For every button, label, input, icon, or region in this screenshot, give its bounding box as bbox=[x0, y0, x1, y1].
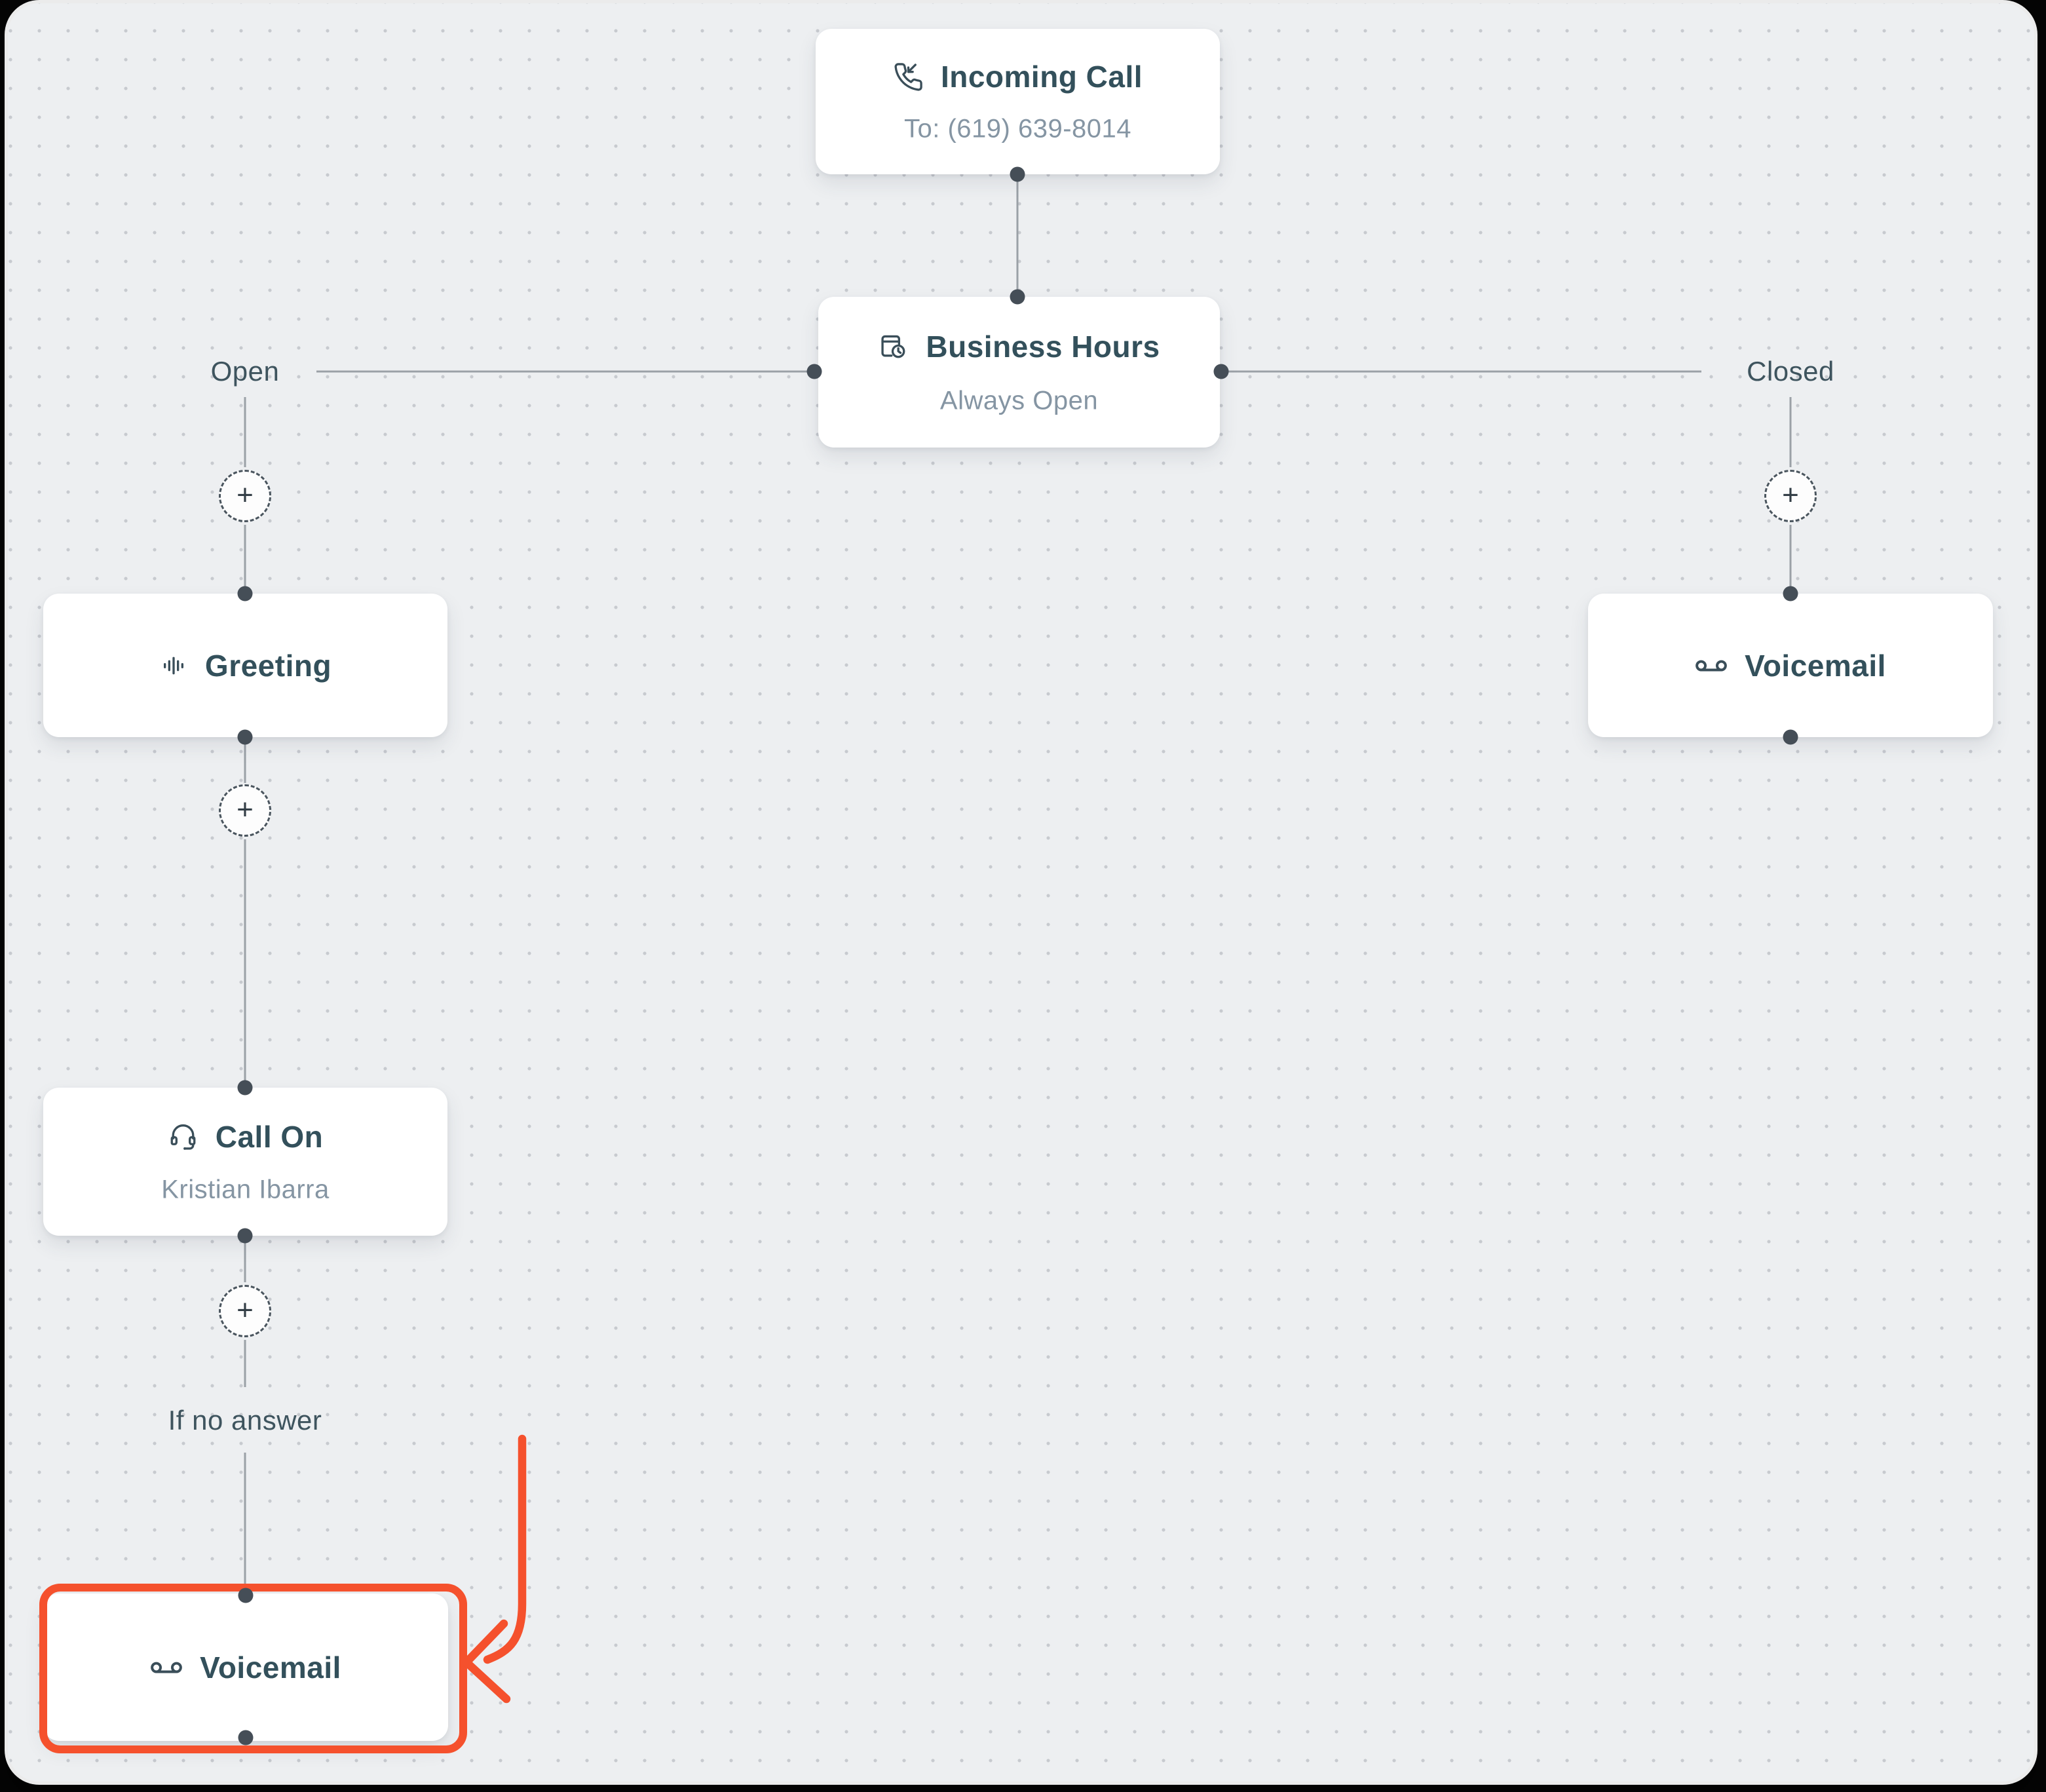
node-subtitle: Kristian Ibarra bbox=[161, 1175, 330, 1204]
headset-icon bbox=[170, 1124, 196, 1150]
edge-label-open: Open bbox=[210, 356, 280, 387]
plus-icon: + bbox=[237, 1294, 254, 1326]
waveform-icon bbox=[163, 657, 183, 674]
node-title: Voicemail bbox=[1745, 648, 1886, 683]
plus-icon: + bbox=[1782, 479, 1799, 511]
calendar-clock-icon bbox=[881, 335, 905, 358]
node-call-on[interactable]: Call On Kristian Ibarra bbox=[43, 1088, 447, 1236]
edge-label-closed: Closed bbox=[1747, 356, 1834, 387]
add-step-button-greeting[interactable]: + bbox=[219, 784, 271, 837]
edge-label-no-answer: If no answer bbox=[168, 1405, 322, 1436]
node-title: Call On bbox=[215, 1119, 324, 1154]
node-subtitle: Always Open bbox=[939, 386, 1099, 415]
incoming-call-icon bbox=[894, 63, 922, 91]
node-title: Business Hours bbox=[926, 329, 1160, 364]
annotation-highlight-box bbox=[39, 1584, 467, 1753]
voicemail-icon bbox=[1696, 660, 1727, 671]
add-step-button-no-answer[interactable]: + bbox=[219, 1285, 271, 1337]
node-title: Voicemail bbox=[200, 1650, 341, 1685]
voicemail-icon bbox=[151, 1662, 182, 1673]
plus-icon: + bbox=[237, 479, 254, 511]
node-incoming-call[interactable]: Incoming Call To: (619) 639-8014 bbox=[816, 29, 1220, 174]
node-title: Incoming Call bbox=[940, 60, 1143, 94]
node-title: Greeting bbox=[204, 648, 332, 683]
flow-canvas[interactable]: Open Closed If no answer + + + + Incomin… bbox=[8, 3, 2034, 1782]
add-step-button-closed[interactable]: + bbox=[1764, 470, 1817, 522]
node-voicemail-closed[interactable]: Voicemail bbox=[1588, 594, 1993, 737]
node-subtitle: To: (619) 639-8014 bbox=[903, 114, 1131, 143]
add-step-button-open[interactable]: + bbox=[219, 470, 271, 522]
plus-icon: + bbox=[237, 793, 254, 826]
node-greeting[interactable]: Greeting bbox=[43, 594, 447, 737]
dot-grid-background bbox=[8, 3, 2034, 1782]
node-business-hours[interactable]: Business Hours Always Open bbox=[818, 297, 1220, 448]
node-voicemail-no-answer[interactable]: Voicemail bbox=[43, 1593, 448, 1741]
